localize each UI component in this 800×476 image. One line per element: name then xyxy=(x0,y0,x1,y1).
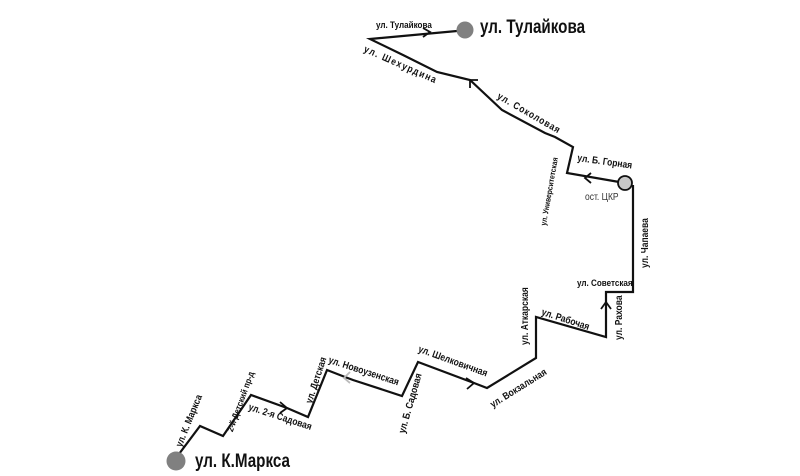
direction-arrows xyxy=(279,27,612,414)
route-line xyxy=(175,185,635,459)
street-label: ул. Аткарская xyxy=(520,287,531,345)
terminal-start-marker xyxy=(166,451,186,471)
terminal-end-label: ул. Тулайкова xyxy=(480,17,586,38)
street-label: ул. Рахова xyxy=(614,295,625,340)
arrow-icon xyxy=(600,300,612,310)
terminal-end-marker xyxy=(456,21,474,39)
arrow-icon xyxy=(422,27,432,38)
stop-marker-tskr xyxy=(617,175,633,191)
arrow-icon xyxy=(583,172,592,184)
stop-label: ост. ЦКР xyxy=(585,192,619,203)
street-label: ул. Тулайкова xyxy=(376,20,432,31)
arrow-icon xyxy=(342,371,351,384)
arrow-icon xyxy=(469,79,478,88)
route-line-north xyxy=(365,29,626,185)
arrow-icon xyxy=(279,401,289,414)
street-label: ул. Советская xyxy=(577,278,633,289)
street-label: ул. Чапаева xyxy=(640,218,651,268)
arrow-icon xyxy=(465,377,476,390)
terminal-start-label: ул. К.Маркса xyxy=(195,451,290,472)
